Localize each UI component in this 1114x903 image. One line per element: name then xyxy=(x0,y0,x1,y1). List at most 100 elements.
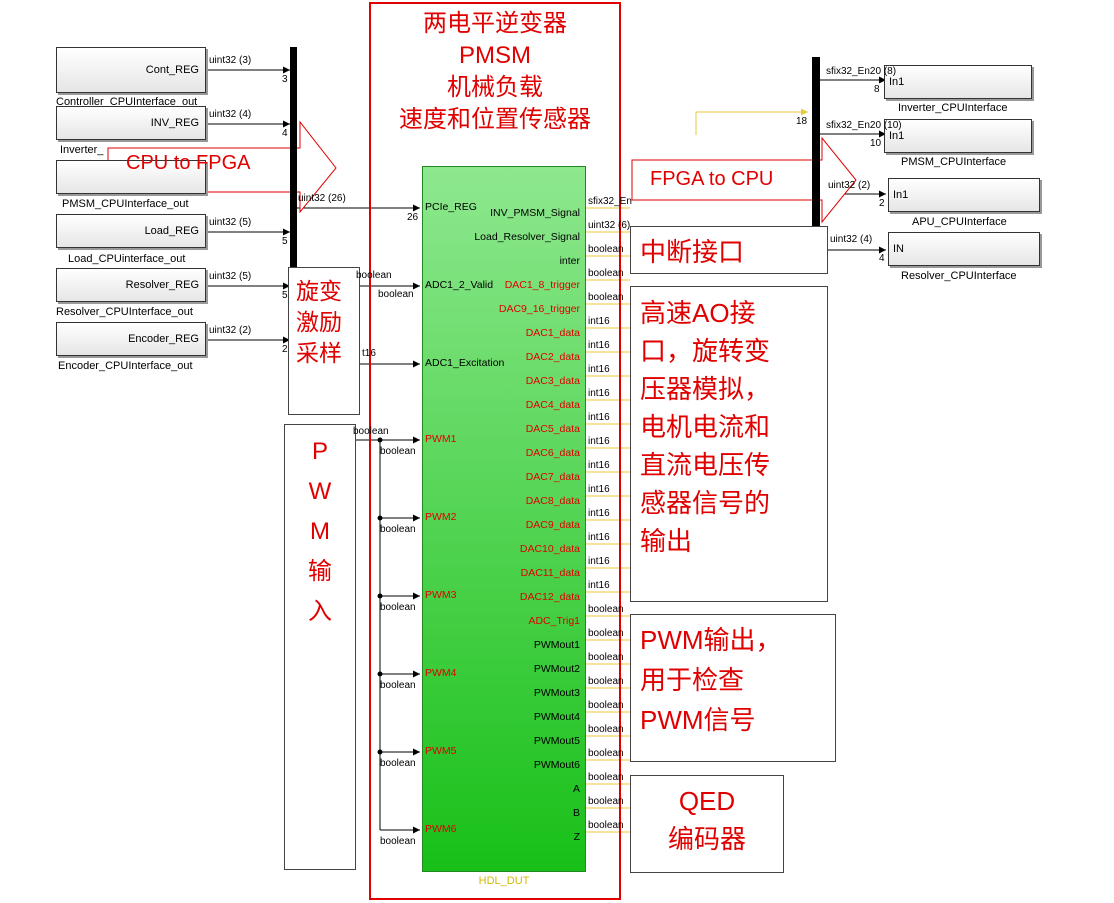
signal-label: t16 xyxy=(362,348,376,359)
resolver-annotation xyxy=(288,267,360,415)
title-line-4: 速度和位置传感器 xyxy=(399,106,591,133)
signal-label: boolean xyxy=(353,426,389,437)
dut-input-port: ADC1_Excitation xyxy=(425,357,505,369)
output-type: int16 xyxy=(588,340,610,351)
output-type: boolean xyxy=(588,676,624,687)
dut-output-port: DAC5_data xyxy=(525,423,580,435)
dut-input-port: PWM4 xyxy=(425,667,457,679)
signal-label: boolean xyxy=(356,270,392,281)
signal-label: boolean xyxy=(380,836,416,847)
port-number: 10 xyxy=(870,138,882,149)
port-number: 2 xyxy=(282,344,288,355)
pmsm-cpuinterface-block[interactable]: In1 xyxy=(884,119,1032,153)
dut-output-port: DAC9_data xyxy=(525,519,580,531)
encoder-reg-block[interactable]: Encoder_REG xyxy=(56,322,206,356)
signal-label: boolean xyxy=(380,446,416,457)
dut-output-port: DAC3_data xyxy=(525,375,580,387)
output-type: int16 xyxy=(588,532,610,543)
block-caption: Load_CPUinterface_out xyxy=(68,253,186,265)
interrupt-annotation xyxy=(630,226,828,274)
dut-output-port: inter xyxy=(559,255,580,267)
anno-line: P xyxy=(311,438,328,465)
anno-line: 输出 xyxy=(640,526,693,556)
output-type: int16 xyxy=(588,364,610,375)
block-label: In1 xyxy=(889,76,905,88)
inverter-cpuinterface-block[interactable]: In1 xyxy=(884,65,1032,99)
dut-output-port: DAC12_data xyxy=(519,591,580,603)
pmsm-reg-block[interactable] xyxy=(56,160,206,194)
dut-output-port: PWMout2 xyxy=(533,663,580,675)
output-type: boolean xyxy=(588,292,624,303)
mux-bar xyxy=(290,47,297,355)
dut-frame xyxy=(369,2,621,900)
anno-line: 旋变 xyxy=(296,278,342,304)
anno-line: 激励 xyxy=(296,309,342,335)
output-type: boolean xyxy=(588,772,624,783)
dut-output-port: PWMout4 xyxy=(533,711,580,723)
output-type: boolean xyxy=(588,244,624,255)
dut-output-port: DAC1_8_trigger xyxy=(504,279,580,291)
signal-label: uint32 (4) xyxy=(209,109,252,120)
port-number: 4 xyxy=(879,253,885,264)
pwm-input-annotation xyxy=(284,424,356,870)
output-type: int16 xyxy=(588,556,610,567)
anno-line: 压器模拟， xyxy=(640,374,771,404)
signal-label: uint32 (4) xyxy=(830,234,873,245)
pwm-input-annotation-text: P W M 输 入 xyxy=(284,432,356,632)
output-type: int16 xyxy=(588,508,610,519)
demux-bar xyxy=(812,57,820,272)
port-number: 8 xyxy=(874,84,880,95)
title-line-3: 机械负载 xyxy=(447,74,543,101)
block-caption: APU_CPUInterface xyxy=(912,216,1007,228)
dut-title: 两电平逆变器 PMSM 机械负载 速度和位置传感器 xyxy=(371,8,619,136)
title-line-2: PMSM xyxy=(459,42,531,69)
resolver-cpuinterface-block[interactable]: IN xyxy=(888,232,1040,266)
anno-line: 直流电压传 xyxy=(640,450,771,480)
output-type: boolean xyxy=(588,700,624,711)
hdl-dut-block[interactable] xyxy=(422,166,586,872)
output-type: sfix32_En xyxy=(588,196,632,207)
block-caption: Controller_CPUInterface_out xyxy=(56,96,198,108)
dut-input-port: ADC1_2_Valid xyxy=(425,279,494,291)
hdl-dut-name: HDL_DUT xyxy=(478,875,530,887)
fpga-to-cpu-label: FPGA to CPU xyxy=(650,168,774,190)
block-label: INV_REG xyxy=(150,117,199,129)
output-type: int16 xyxy=(588,436,610,447)
dut-output-port: A xyxy=(572,783,580,795)
port-number: 5 xyxy=(282,236,288,247)
apu-cpuinterface-block[interactable]: In1 xyxy=(888,178,1040,212)
inv-reg-block[interactable]: INV_REG xyxy=(56,106,206,140)
signal-label: uint32 (2) xyxy=(209,325,252,336)
dut-output-port: DAC2_data xyxy=(525,351,580,363)
port-number: 4 xyxy=(282,128,288,139)
output-type: int16 xyxy=(588,316,610,327)
anno-line: 输 xyxy=(308,558,332,585)
output-type: int16 xyxy=(588,388,610,399)
output-type: int16 xyxy=(588,412,610,423)
ao-annotation-text: 高速AO接 口，旋转变 压器模拟， 电机电流和 直流电压传 感器信号的 输出 xyxy=(640,294,770,560)
ao-annotation xyxy=(630,286,828,602)
output-type: boolean xyxy=(588,652,624,663)
anno-line: 口，旋转变 xyxy=(640,336,771,366)
signal-label: boolean xyxy=(380,524,416,535)
dut-input-port: PWM5 xyxy=(425,745,457,757)
dut-output-port: DAC9_16_trigger xyxy=(498,303,580,315)
port-number: 2 xyxy=(879,198,885,209)
dut-output-port: INV_PMSM_Signal xyxy=(490,207,580,219)
dut-input-port: PWM1 xyxy=(425,433,457,445)
anno-line: 入 xyxy=(308,598,332,625)
cpu-to-fpga-label: CPU to FPGA xyxy=(126,152,251,174)
signal-label: uint32 (5) xyxy=(209,271,252,282)
dut-output-port: DAC6_data xyxy=(525,447,580,459)
load-reg-block[interactable]: Load_REG xyxy=(56,214,206,248)
output-type: boolean xyxy=(588,604,624,615)
output-type: boolean xyxy=(588,268,624,279)
block-label: Resolver_REG xyxy=(125,279,199,291)
dut-output-port: Load_Resolver_Signal xyxy=(474,231,580,243)
dut-output-port: DAC8_data xyxy=(525,495,580,507)
output-type: boolean xyxy=(588,724,624,735)
resolver-annotation-text: 旋变 激励 采样 xyxy=(296,276,342,369)
resolver-reg-block[interactable]: Resolver_REG xyxy=(56,268,206,302)
output-type: boolean xyxy=(588,796,624,807)
cont-reg-block[interactable]: Cont_REG xyxy=(56,47,206,93)
